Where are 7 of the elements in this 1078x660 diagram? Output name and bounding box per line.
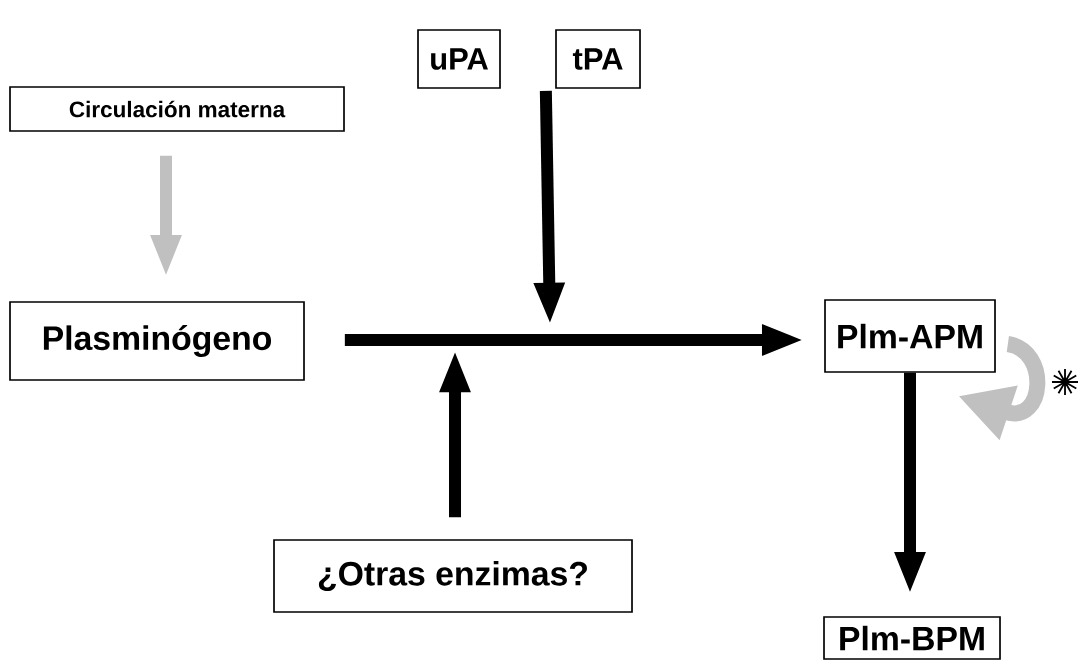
label-box: Circulación materna (9, 86, 345, 132)
label-box: tPA (555, 29, 641, 89)
label-box: Plasminógeno (9, 301, 305, 381)
label-box: ¿Otras enzimas? (273, 539, 633, 613)
label-box: uPA (417, 29, 501, 89)
label-box: Plm-BPM (823, 616, 1001, 660)
label-box: Plm-APM (824, 299, 996, 373)
